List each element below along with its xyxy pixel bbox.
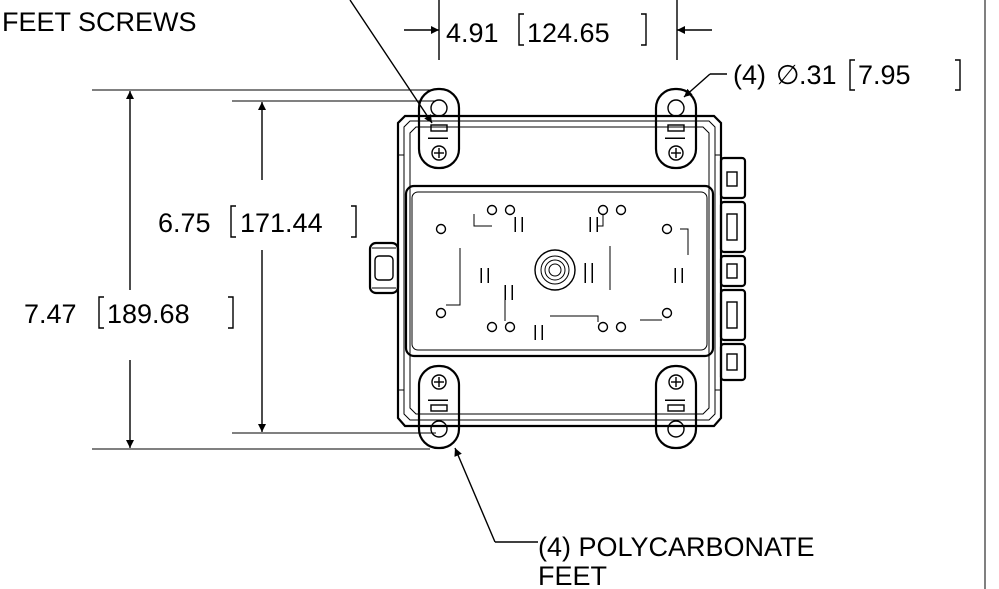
foot-top-left: ▬▬▬▬ [417,87,461,170]
svg-text:▬▬▬: ▬▬▬ [587,217,593,232]
width-mm: 124.65 [527,18,610,48]
foot-marking: ▬▬▬▬ [665,135,685,141]
enclosure-body [396,114,723,428]
svg-text:▬▬▬: ▬▬▬ [679,268,685,283]
svg-text:▬▬▬: ▬▬▬ [509,285,515,300]
hole-diameter-symbol: ∅ [776,60,800,90]
feet-callout-line1: (4) POLYCARBONATE [538,532,815,562]
side-latch [368,241,400,295]
mount-hole [430,420,448,438]
svg-text:▬▬▬: ▬▬▬ [532,325,538,340]
svg-text:▬▬▬: ▬▬▬ [485,268,491,283]
feet-callout-line2: FEET [538,561,607,589]
outer-height-mm: 189.68 [107,299,190,329]
screw-icon [431,145,447,161]
svg-text:▬▬▬: ▬▬▬ [672,268,678,283]
hole-inches: .31 [799,60,837,90]
feet-callout: (4) POLYCARBONATE FEET [454,447,815,589]
width-inches: 4.91 [446,18,499,48]
inner-height-dimension: 6.75 171.44 [158,100,436,434]
outer-height-dimension: 7.47 189.68 [24,89,430,450]
hole-mm: 7.95 [858,60,911,90]
svg-text:▬▬▬: ▬▬▬ [478,268,484,283]
feet-screws-label: FEET SCREWS [2,7,197,37]
svg-text:▬▬▬: ▬▬▬ [594,217,600,232]
hole-callout: (4) ∅ .31 7.95 [683,59,961,98]
svg-text:▬▬▬: ▬▬▬ [539,325,545,340]
foot-marking: ▬▬▬▬ [665,397,685,403]
foot-marking: ▬▬▬▬ [428,135,448,141]
center-fitting [534,249,576,291]
inner-height-inches: 6.75 [158,208,211,238]
outer-height-inches: 7.47 [24,299,77,329]
mount-hole [667,99,685,117]
lid-embossed-text: ▬▬▬ ▬▬▬ ▬▬▬ ▬▬▬ ▬▬▬ ▬▬▬ ▬▬▬▬ ▬▬▬▬ ▬▬▬ ▬▬… [478,217,685,340]
svg-text:▬▬▬▬: ▬▬▬▬ [582,263,588,283]
lid-pattern-lines [446,214,689,322]
mount-hole [667,420,685,438]
feet-screws-leader [349,0,433,124]
screw-icon [431,374,447,390]
mount-hole [430,99,448,117]
svg-text:▬▬▬: ▬▬▬ [502,285,508,300]
foot-bottom-right: ▬▬▬▬ [654,364,698,450]
width-dimension: 4.91 124.65 [404,0,712,60]
foot-marking: ▬▬▬▬ [428,397,448,403]
svg-text:▬▬▬▬: ▬▬▬▬ [589,263,595,283]
inner-height-mm: 171.44 [240,208,323,238]
lid-mounting-holes [435,204,673,333]
screw-icon [668,374,684,390]
right-hinges [719,156,747,382]
foot-top-right: ▬▬▬▬ [654,87,698,170]
svg-text:▬▬▬: ▬▬▬ [519,217,525,232]
foot-bottom-left: ▬▬▬▬ [417,364,461,450]
screw-icon [668,145,684,161]
width-mm-brackets [518,13,647,46]
svg-text:▬▬▬: ▬▬▬ [512,217,518,232]
hole-count: (4) [733,60,766,90]
